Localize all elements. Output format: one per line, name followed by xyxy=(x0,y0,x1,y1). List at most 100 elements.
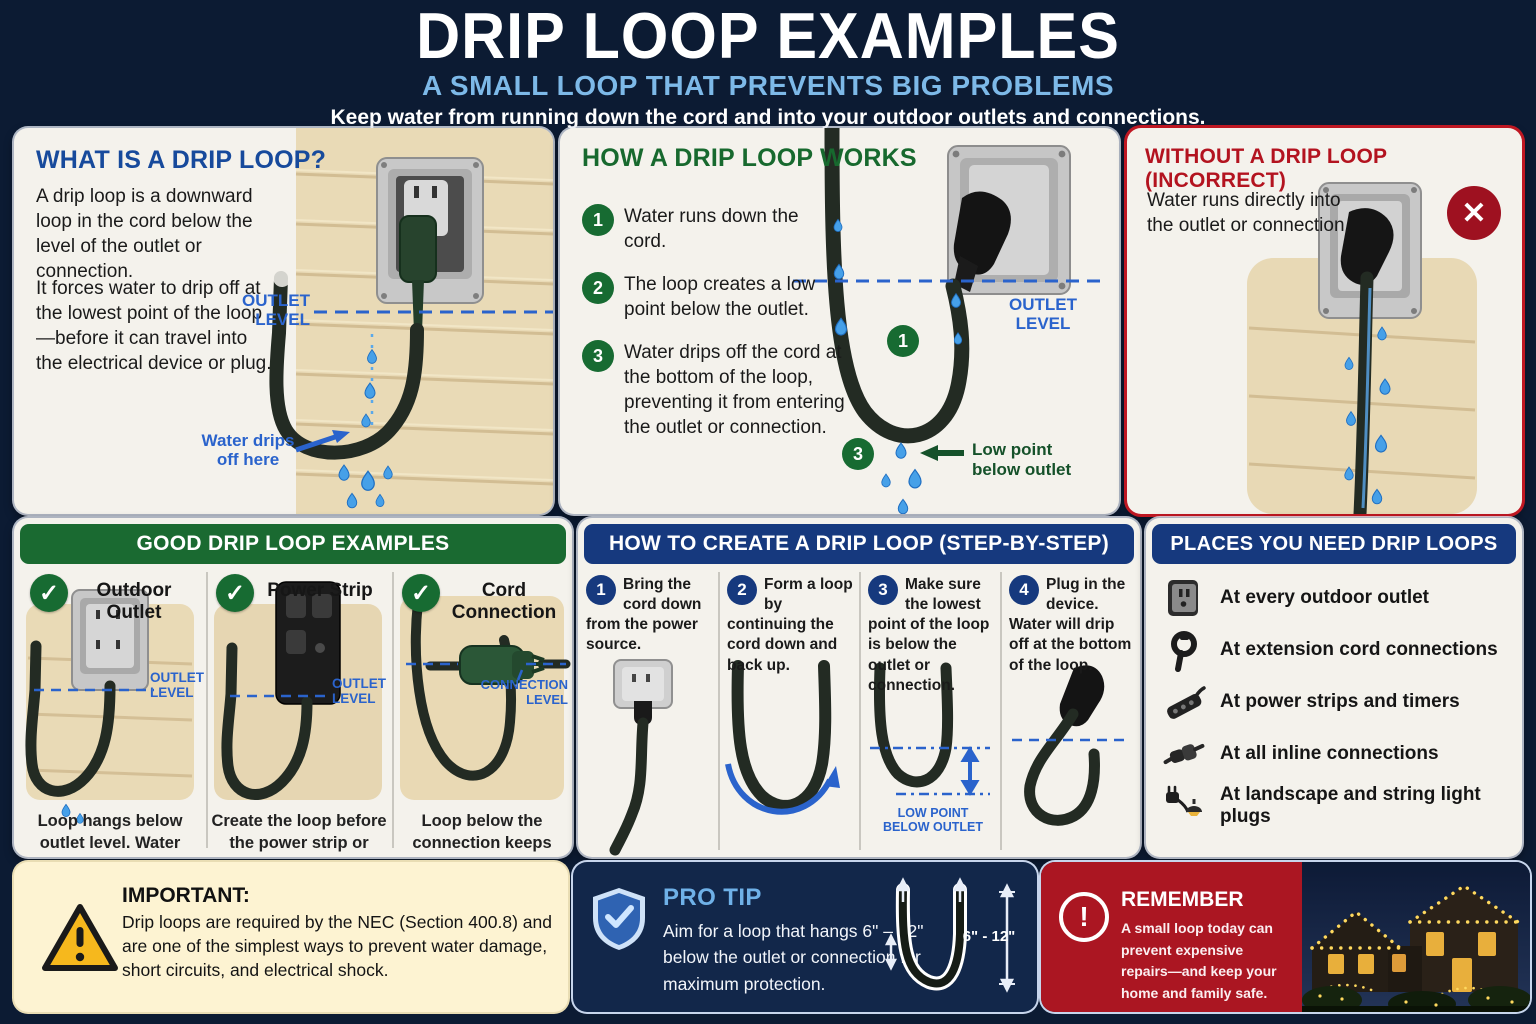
low-point-arrow-icon xyxy=(920,445,964,461)
step-2-text: The loop creates a low point below the o… xyxy=(624,274,816,321)
step-2-badge: 2 xyxy=(727,575,757,605)
important-title: IMPORTANT: xyxy=(122,884,250,907)
step-1-badge: 1 xyxy=(582,204,614,236)
places-header: PLACES YOU NEED DRIP LOOPS xyxy=(1152,524,1516,564)
how-works-illustration xyxy=(793,128,1105,514)
remember-red-area: ! REMEMBER A small loop today can preven… xyxy=(1041,862,1302,1012)
step-3-text: Make sure the lowest point of the loop i… xyxy=(868,576,990,694)
how-works-panel: HOW A DRIP LOOP WORKS 1 Water runs down … xyxy=(560,128,1119,514)
important-text: Drip loops are required by the NEC (Sect… xyxy=(122,912,552,981)
pro-tip-title: PRO TIP xyxy=(663,884,762,911)
step-3-badge: 3 xyxy=(582,340,614,372)
example-label-cord-connection: Cord Connection xyxy=(451,580,557,623)
water-drops xyxy=(338,348,393,509)
without-panel: WITHOUT A DRIP LOOP (INCORRECT) Water ru… xyxy=(1127,128,1522,514)
without-title: WITHOUT A DRIP LOOP (INCORRECT) xyxy=(1145,145,1387,192)
without-text: Water runs directly into the outlet or c… xyxy=(1147,190,1350,237)
step-3-text: Water drips off the cord at the bottom o… xyxy=(624,342,845,439)
step-1-badge: 1 xyxy=(586,575,616,605)
example-caption: Create the loop before the power strip o… xyxy=(211,812,387,857)
check-icon: ✓ xyxy=(216,574,254,612)
example-label-outdoor-outlet: Outdoor Outlet xyxy=(96,580,172,623)
column-divider xyxy=(392,572,394,848)
check-icon: ✓ xyxy=(30,574,68,612)
good-examples-header: GOOD DRIP LOOP EXAMPLES xyxy=(20,524,566,564)
inline-connection-icon xyxy=(1163,743,1205,765)
power-strip-icon xyxy=(1167,686,1206,719)
how-works-title: HOW A DRIP LOOP WORKS xyxy=(582,144,917,172)
remember-title: REMEMBER xyxy=(1121,888,1244,911)
step-1-text: Water runs down the cord. xyxy=(624,206,799,253)
exclamation-icon: ! xyxy=(1059,892,1109,942)
column-divider xyxy=(206,572,208,848)
place-item: At power strips and timers xyxy=(1162,678,1512,726)
exclamation-glyph: ! xyxy=(1079,901,1089,932)
low-point-label: Low point below outlet xyxy=(972,440,1072,479)
water-drops xyxy=(1344,326,1391,505)
example-label-power-strip: Power Strip xyxy=(267,580,373,601)
what-is-para1: A drip loop is a downward loop in the co… xyxy=(36,186,253,283)
water-drops xyxy=(833,218,963,514)
extension-cord-icon xyxy=(1171,631,1197,672)
warning-icon xyxy=(42,904,118,971)
page-tagline: Keep water from running down the cord an… xyxy=(330,106,1206,129)
page-title: DRIP LOOP EXAMPLES xyxy=(416,0,1120,73)
places-panel: PLACES YOU NEED DRIP LOOPS At every outd… xyxy=(1146,518,1522,857)
pro-tip-text: Aim for a loop that hangs 6" – 12" below… xyxy=(663,921,924,994)
without-illustration xyxy=(1247,182,1477,514)
connection-level-label: CONNECTION LEVEL xyxy=(480,677,568,707)
check-glyph: ✓ xyxy=(410,579,432,607)
column-divider xyxy=(718,572,720,850)
good-examples-illustration xyxy=(25,581,571,824)
place-text: At power strips and timers xyxy=(1220,691,1460,712)
page-subtitle: A SMALL LOOP THAT PREVENTS BIG PROBLEMS xyxy=(421,70,1115,101)
measurement-label: 6" - 12" xyxy=(962,928,1016,945)
step-1-text: Bring the cord down from the power sourc… xyxy=(586,576,702,654)
what-is-panel: WHAT IS A DRIP LOOP? A drip loop is a do… xyxy=(14,128,553,514)
house-lights-photo xyxy=(1302,862,1530,1012)
place-text: At landscape and string light plugs xyxy=(1220,784,1481,827)
what-is-illustration xyxy=(269,128,553,514)
landscape-plug-icon xyxy=(1166,785,1202,816)
how-to-create-panel: HOW TO CREATE A DRIP LOOP (STEP-BY-STEP)… xyxy=(578,518,1140,857)
x-glyph: ✕ xyxy=(1461,196,1487,230)
header: DRIP LOOP EXAMPLES A SMALL LOOP THAT PRE… xyxy=(0,0,1536,130)
outlet-level-label: OUTLET LEVEL xyxy=(150,670,204,701)
how-to-create-header: HOW TO CREATE A DRIP LOOP (STEP-BY-STEP) xyxy=(584,524,1134,564)
how-to-create-illustration xyxy=(609,659,1130,856)
place-item: At all inline connections xyxy=(1162,730,1512,778)
step-2-text: Form a loop by continuing the cord down … xyxy=(727,576,853,674)
remember-text: A small loop today can prevent expensive… xyxy=(1121,920,1277,1002)
x-icon: ✕ xyxy=(1447,186,1501,240)
shield-check-icon xyxy=(593,888,645,950)
check-glyph: ✓ xyxy=(38,579,60,607)
step-4-badge: 4 xyxy=(1009,575,1039,605)
pro-tip-box: PRO TIP Aim for a loop that hangs 6" – 1… xyxy=(573,862,1037,1012)
step-2-badge: 2 xyxy=(582,272,614,304)
outdoor-outlet-icon xyxy=(1168,580,1198,616)
check-glyph: ✓ xyxy=(224,579,246,607)
drip-arrow-icon xyxy=(295,430,350,453)
place-text: At extension cord connections xyxy=(1220,639,1498,660)
example-caption: Loop below the connection keeps water ou… xyxy=(412,812,552,857)
outlet-level-label: OUTLET LEVEL xyxy=(332,676,386,707)
what-is-para2: It forces water to drip off at the lowes… xyxy=(36,278,272,375)
diagram-marker-1: 1 xyxy=(887,325,919,357)
check-icon: ✓ xyxy=(402,574,440,612)
column-divider xyxy=(1000,572,1002,850)
place-item: At extension cord connections xyxy=(1162,626,1512,674)
column-divider xyxy=(859,572,861,850)
create-step-4: 4 Plug in the device. Water will drip of… xyxy=(1009,575,1135,676)
outlet-level-label: OUTLET LEVEL xyxy=(1009,295,1077,334)
low-point-annotation: LOW POINT BELOW OUTLET xyxy=(883,806,983,834)
good-examples-panel: GOOD DRIP LOOP EXAMPLES ✓ xyxy=(14,518,572,857)
step-4-text: Plug in the device. Water will drip off … xyxy=(1009,576,1132,674)
place-text: At all inline connections xyxy=(1220,743,1439,764)
example-caption: Loop hangs below outlet level. Water dri… xyxy=(20,812,200,857)
remember-box: ! REMEMBER A small loop today can preven… xyxy=(1041,862,1530,1012)
place-item: At every outdoor outlet xyxy=(1162,574,1512,622)
diagram-marker-3: 3 xyxy=(842,438,874,470)
place-text: At every outdoor outlet xyxy=(1220,587,1430,608)
what-is-title: WHAT IS A DRIP LOOP? xyxy=(36,146,327,174)
loop-measurement-diagram xyxy=(884,877,1015,993)
